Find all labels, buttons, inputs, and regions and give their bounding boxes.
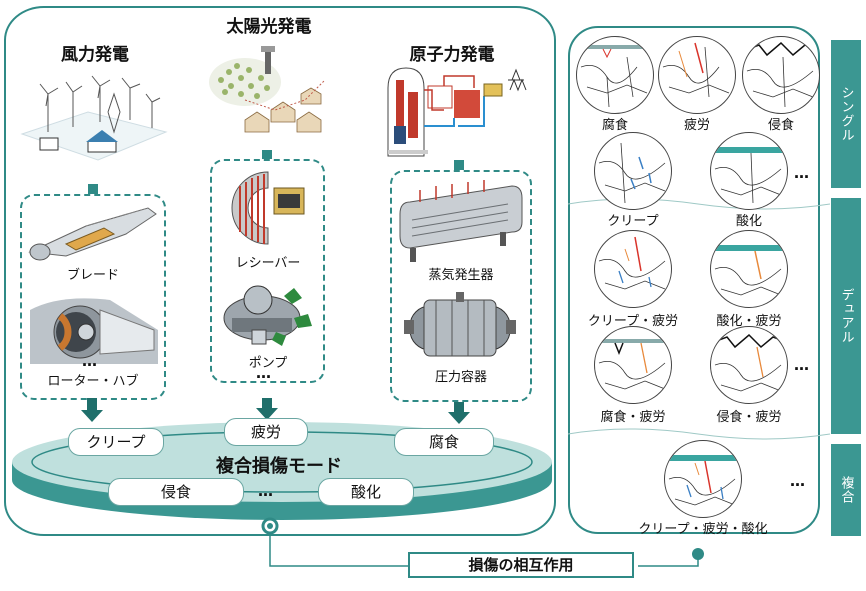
wind-down-arrow — [81, 398, 103, 422]
dual-ellipsis: … — [794, 356, 810, 374]
dual-oxidation-fatigue-label: 酸化・疲労 — [716, 314, 782, 329]
single-corrosion-label: 腐食 — [601, 118, 628, 133]
nuclear-plant-icon — [387, 67, 527, 157]
category-bar: シングル デュアル 複合 — [831, 40, 861, 536]
corrosion-fatigue-circle — [594, 326, 672, 404]
steam-generator-image — [399, 180, 523, 262]
nuclear-connector — [454, 160, 464, 170]
single-creep-label: クリープ — [607, 214, 659, 229]
mode-pill-creep: クリープ — [68, 428, 164, 456]
creep-fatigue-oxidation-circle — [664, 440, 742, 518]
single-erosion-label: 侵食 — [767, 118, 794, 133]
nuclear-down-arrow — [448, 402, 470, 424]
category-dual: デュアル — [831, 198, 861, 434]
oxidation-circle — [710, 132, 788, 210]
pressure-vessel-label: 圧力容器 — [434, 370, 487, 385]
complex-ellipsis: … — [790, 472, 806, 490]
solar-connector — [262, 150, 272, 160]
solar-down-arrow — [256, 398, 278, 420]
blade-label: ブレード — [66, 268, 119, 283]
steam-generator-label: 蒸気発生器 — [428, 268, 494, 283]
category-single: シングル — [831, 40, 861, 188]
receiver-image — [231, 171, 305, 245]
erosion-circle — [742, 36, 820, 114]
platform-ellipsis: … — [258, 482, 274, 500]
mode-pill-oxidation: 酸化 — [318, 478, 414, 506]
nuclear-power-title: 原子力発電 — [409, 45, 495, 65]
wind-power-title: 風力発電 — [61, 45, 129, 65]
receiver-label: レシーバー — [235, 256, 301, 271]
wind-farm-icon — [20, 75, 168, 161]
blade-image — [28, 207, 157, 261]
single-fatigue-label: 疲労 — [683, 118, 710, 133]
erosion-fatigue-circle — [710, 326, 788, 404]
pressure-vessel-image — [404, 292, 516, 357]
mode-pill-erosion: 侵食 — [108, 478, 244, 506]
corrosion-circle — [576, 36, 654, 114]
creep-circle — [594, 132, 672, 210]
single-ellipsis: … — [794, 164, 810, 182]
pump-label: ポンプ — [248, 356, 288, 371]
panel-dividers — [568, 198, 830, 440]
mode-pill-fatigue: 疲労 — [224, 418, 308, 446]
platform-title: 複合損傷モード — [216, 456, 342, 477]
complex-creep-fatigue-oxidation-label: クリープ・疲労・酸化 — [638, 522, 768, 537]
creep-fatigue-circle — [594, 230, 672, 308]
solar-components-box — [210, 159, 325, 383]
category-complex: 複合 — [831, 444, 861, 536]
dual-erosion-fatigue-label: 侵食・疲労 — [716, 410, 782, 425]
interaction-connector — [261, 517, 704, 567]
wind-ellipsis: … — [82, 352, 98, 370]
interaction-label: 損傷の相互作用 — [408, 552, 634, 578]
dual-corrosion-fatigue-label: 腐食・疲労 — [600, 410, 666, 425]
fatigue-circle — [658, 36, 736, 114]
dual-creep-fatigue-label: クリープ・疲労 — [587, 314, 679, 329]
single-oxidation-label: 酸化 — [735, 214, 762, 229]
mode-pill-corrosion: 腐食 — [394, 428, 494, 456]
oxidation-fatigue-circle — [710, 230, 788, 308]
solar-power-title: 太陽光発電 — [226, 17, 312, 37]
rotor-hub-label: ローター・ハブ — [47, 374, 139, 389]
wind-connector — [88, 184, 98, 194]
pump-image — [223, 285, 312, 346]
rotor-hub-image — [30, 298, 158, 364]
solar-ellipsis: … — [256, 364, 272, 382]
down-arrows — [81, 398, 470, 424]
solar-plant-icon — [209, 46, 326, 133]
